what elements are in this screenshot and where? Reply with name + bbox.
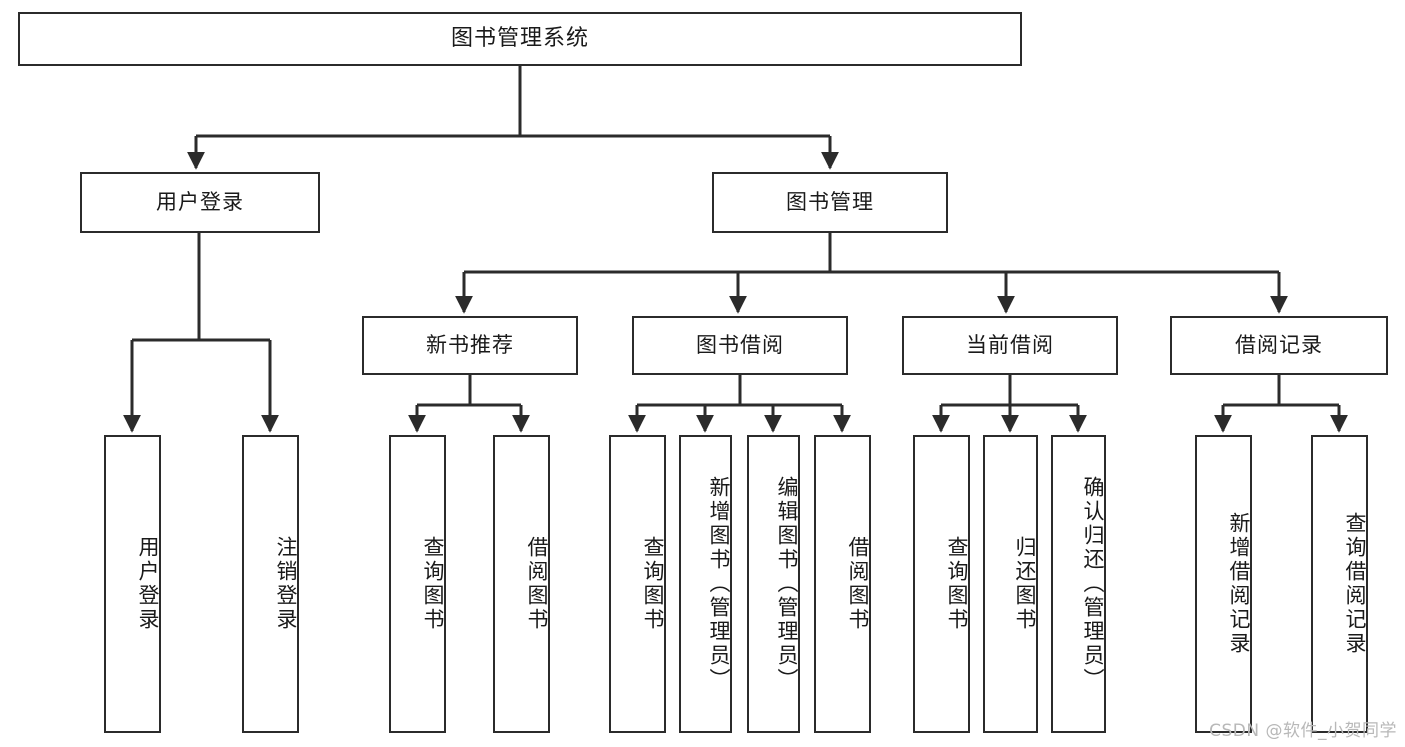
node-new-book-recommend[interactable]: 新书推荐 [362, 316, 578, 375]
node-leaf-query-book-current[interactable]: 查询图书 [913, 435, 970, 733]
node-leaf-edit-book[interactable]: 编辑图书（管理员） [747, 435, 800, 733]
node-book-manage[interactable]: 图书管理 [712, 172, 948, 233]
node-leaf-add-book[interactable]: 新增图书（管理员） [679, 435, 732, 733]
node-user-login[interactable]: 用户登录 [80, 172, 320, 233]
node-leaf-logout-login[interactable]: 注销登录 [242, 435, 299, 733]
node-leaf-query-book-recommend[interactable]: 查询图书 [389, 435, 446, 733]
node-current-borrow[interactable]: 当前借阅 [902, 316, 1118, 375]
node-leaf-borrow-book-recommend[interactable]: 借阅图书 [493, 435, 550, 733]
node-book-management-system[interactable]: 图书管理系统 [18, 12, 1022, 66]
node-leaf-confirm-return[interactable]: 确认归还（管理员） [1051, 435, 1106, 733]
node-leaf-borrow-book[interactable]: 借阅图书 [814, 435, 871, 733]
node-leaf-user-login[interactable]: 用户登录 [104, 435, 161, 733]
node-leaf-query-book-borrow[interactable]: 查询图书 [609, 435, 666, 733]
node-leaf-add-borrow-record[interactable]: 新增借阅记录 [1195, 435, 1252, 733]
csdn-watermark: CSDN @软件_小贺同学 [1209, 721, 1397, 741]
node-leaf-query-borrow-record[interactable]: 查询借阅记录 [1311, 435, 1368, 733]
node-borrow-record[interactable]: 借阅记录 [1170, 316, 1388, 375]
node-book-borrow[interactable]: 图书借阅 [632, 316, 848, 375]
node-leaf-return-book[interactable]: 归还图书 [983, 435, 1038, 733]
